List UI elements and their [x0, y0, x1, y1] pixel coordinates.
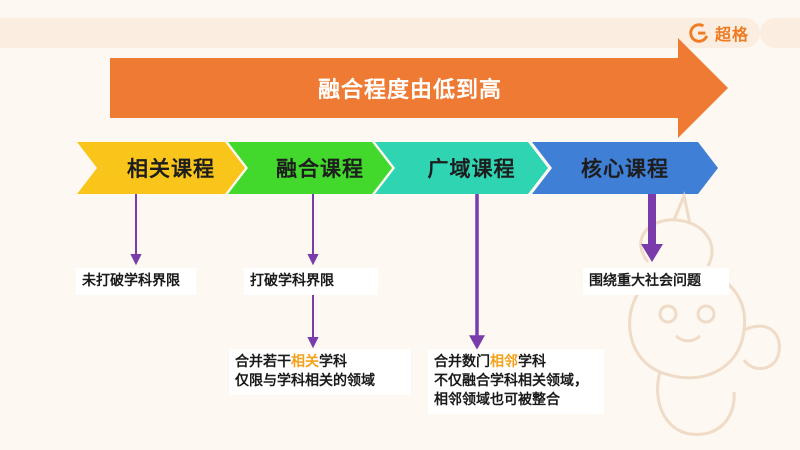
connector-fused-2-arrowhead	[307, 337, 319, 349]
note-fused-2: 合并若干相关学科 仅限与学科相关的领域	[229, 349, 411, 395]
top-band-end	[760, 18, 800, 48]
stage-label-related: 相关课程	[127, 157, 215, 181]
brand-name: 超格	[715, 25, 750, 44]
connector-core	[648, 194, 656, 246]
note-related: 未打破学科界限	[76, 268, 196, 295]
stage-label-broad: 广域课程	[427, 157, 516, 181]
note-related-text: 未打破学科界限	[82, 273, 180, 289]
note-fused-2-line1-post: 学科	[319, 354, 347, 370]
chevron-related	[77, 142, 245, 194]
note-fused-2-line2: 仅限与学科相关的领域	[235, 373, 375, 389]
chevron-fused	[228, 142, 392, 194]
g-logo-icon	[689, 23, 709, 43]
note-core-text: 围绕重大社会问题	[589, 273, 701, 289]
progression-arrow-shape	[110, 38, 728, 138]
note-broad-line2: 不仅融合学科相关领域，	[434, 373, 588, 389]
note-broad: 合并数门相邻学科 不仅融合学科相关领域， 相邻领域也可被整合	[428, 349, 604, 414]
note-fused-2-highlight: 相关	[291, 354, 319, 370]
note-broad-highlight: 相邻	[490, 354, 518, 370]
top-band	[0, 18, 760, 48]
note-fused-1-text: 打破学科界限	[250, 273, 334, 289]
stage-label-fused: 融合课程	[276, 157, 364, 181]
note-broad-line1: 合并数门相邻学科	[434, 353, 598, 372]
progression-label: 融合程度由低到高	[317, 78, 502, 103]
chevron-broad	[375, 142, 548, 194]
note-broad-line3: 相邻领域也可被整合	[434, 392, 560, 408]
brand-logo: 超格	[688, 20, 749, 46]
note-fused-1: 打破学科界限	[244, 268, 378, 295]
note-core: 围绕重大社会问题	[583, 268, 729, 295]
chevron-core	[532, 142, 718, 194]
connector-core-arrowhead	[641, 244, 663, 262]
note-fused-2-line1-pre: 合并若干	[235, 354, 291, 370]
note-broad-line1-post: 学科	[518, 354, 546, 370]
note-fused-2-line1: 合并若干相关学科	[235, 353, 405, 372]
connector-broad-arrowhead	[469, 335, 485, 350]
connector-fused-1-arrowhead	[307, 254, 319, 266]
note-broad-line1-pre: 合并数门	[434, 354, 490, 370]
connector-related-arrowhead	[130, 254, 142, 266]
stage-label-core: 核心课程	[581, 157, 669, 181]
